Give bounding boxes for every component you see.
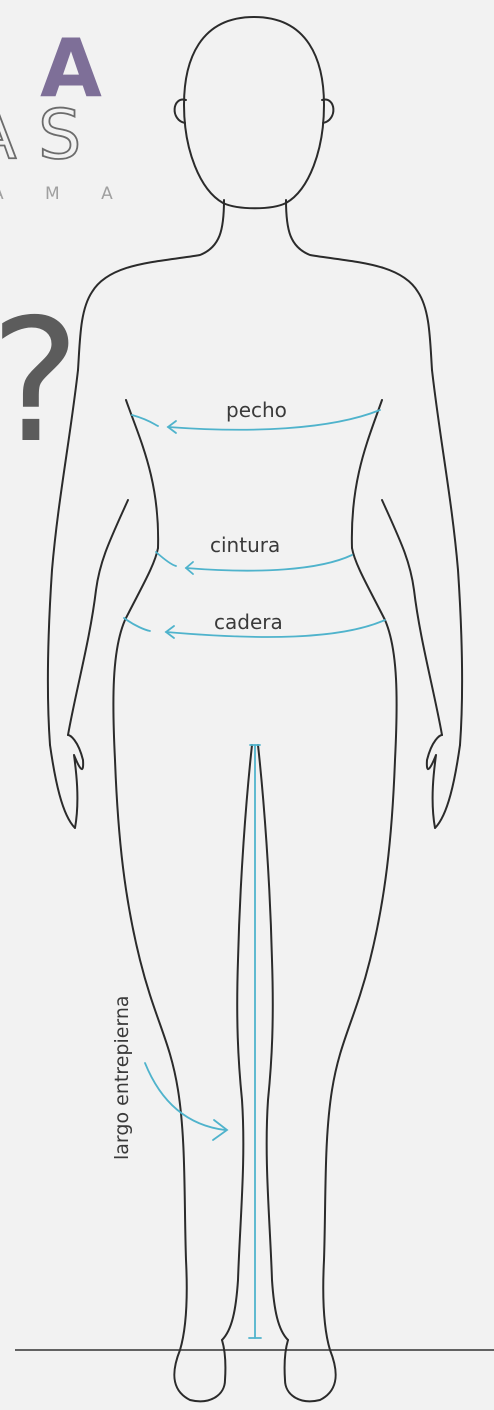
waist-label: cintura — [210, 533, 280, 557]
right-inner-leg — [258, 745, 288, 1340]
left-inner-leg — [222, 745, 252, 1340]
logo-letters-sub: A M A — [0, 184, 131, 204]
right-arm-outer — [432, 370, 462, 745]
right-hip-leg — [285, 548, 397, 1401]
neck-shoulders — [78, 200, 432, 370]
brand-logo: A A S A M A — [0, 22, 131, 204]
logo-letters-mid: A S — [0, 96, 81, 175]
hip-label: cadera — [214, 610, 283, 634]
head — [184, 17, 324, 208]
left-hip-leg — [113, 548, 225, 1401]
chest-label: pecho — [226, 398, 287, 422]
inseam-label: largo entrepierna — [111, 995, 133, 1160]
right-hand — [427, 735, 460, 828]
left-hand — [50, 735, 83, 828]
question-mark: ? — [0, 283, 80, 481]
inseam-pointer — [145, 1063, 225, 1130]
